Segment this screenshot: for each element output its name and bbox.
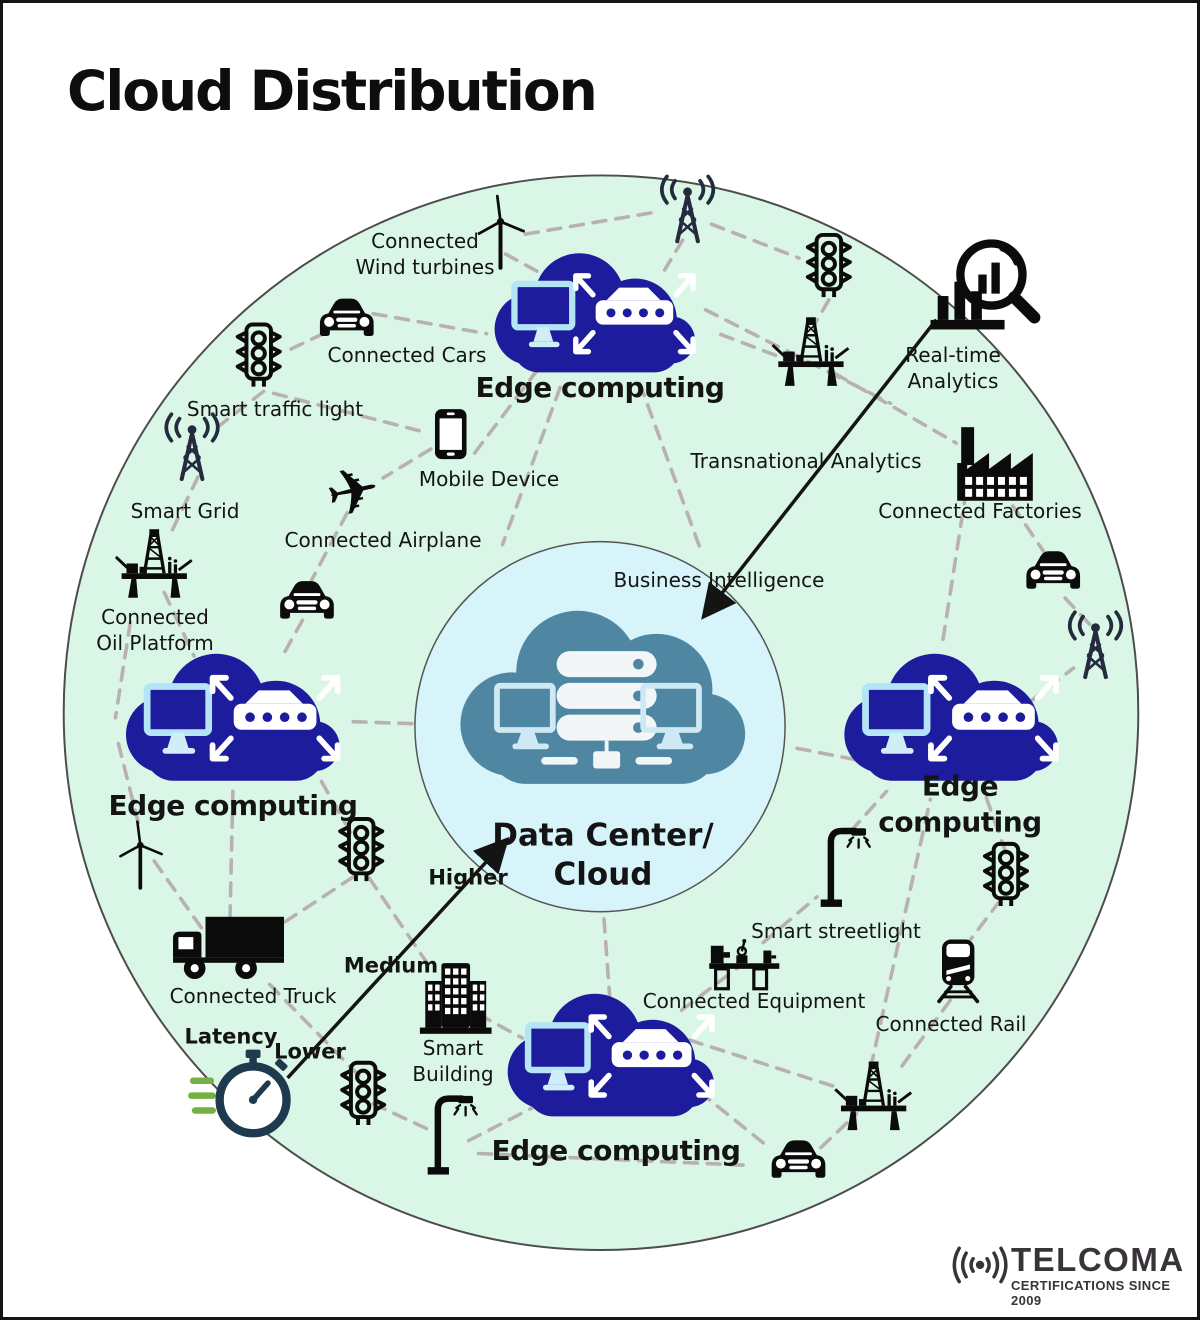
label-connected-airplane: Connected Airplane bbox=[284, 528, 482, 552]
label-connected-rail: Connected Rail bbox=[875, 1012, 1027, 1036]
label-latency-higher: Higher bbox=[428, 865, 508, 890]
flow-arrows bbox=[286, 318, 938, 1080]
diagram-canvas: ✈ bbox=[62, 3, 1140, 1284]
label-smart-building: Smart Building bbox=[412, 1036, 494, 1086]
label-connected-equipment: Connected Equipment bbox=[642, 989, 866, 1013]
label-mobile-device: Mobile Device bbox=[418, 467, 560, 491]
label-edge-computing-top: Edge computing bbox=[475, 370, 725, 404]
logo-brand-text: TELCOMA bbox=[1011, 1241, 1185, 1278]
telcoma-logo: TELCOMA CERTIFICATIONS SINCE 2009 bbox=[1011, 1243, 1197, 1308]
smartphone-icon bbox=[434, 409, 467, 460]
label-data-center-cloud: Data Center/ Cloud bbox=[492, 817, 714, 892]
label-real-time-analytics: Real-time Analytics bbox=[905, 343, 1001, 393]
label-business-intelligence: Business Intelligence bbox=[613, 568, 825, 592]
label-smart-streetlight: Smart streetlight bbox=[751, 919, 921, 943]
train-icon bbox=[937, 937, 980, 1004]
label-connected-wind-turbines: Connected Wind turbines bbox=[355, 229, 495, 279]
magnifier-bar-chart-icon bbox=[931, 243, 1035, 329]
latency-to-cloud-arrow bbox=[286, 836, 510, 1080]
label-edge-computing-right: Edge computing bbox=[878, 769, 1042, 839]
label-latency-lower: Lower bbox=[274, 1039, 346, 1064]
analytics-to-cloud-arrow bbox=[701, 318, 938, 620]
label-connected-factories: Connected Factories bbox=[878, 499, 1082, 523]
label-latency-medium: Medium bbox=[343, 953, 439, 978]
page-title: Cloud Distribution bbox=[67, 59, 598, 123]
radio-signal-icon bbox=[952, 1246, 1008, 1284]
label-connected-cars: Connected Cars bbox=[327, 343, 487, 367]
label-transnational-analytics: Transnational Analytics bbox=[690, 449, 922, 473]
dashed-network-links bbox=[113, 210, 1092, 1168]
label-edge-computing-bottom: Edge computing bbox=[491, 1133, 741, 1167]
label-latency: Latency bbox=[184, 1024, 278, 1049]
logo-tagline-text: CERTIFICATIONS SINCE 2009 bbox=[1011, 1278, 1171, 1308]
label-connected-oil-platform: Connected Oil Platform bbox=[96, 605, 214, 655]
label-edge-computing-left: Edge computing bbox=[108, 788, 358, 822]
label-smart-grid: Smart Grid bbox=[130, 499, 240, 523]
label-smart-traffic-light: Smart traffic light bbox=[186, 397, 364, 421]
label-connected-truck: Connected Truck bbox=[169, 984, 337, 1008]
